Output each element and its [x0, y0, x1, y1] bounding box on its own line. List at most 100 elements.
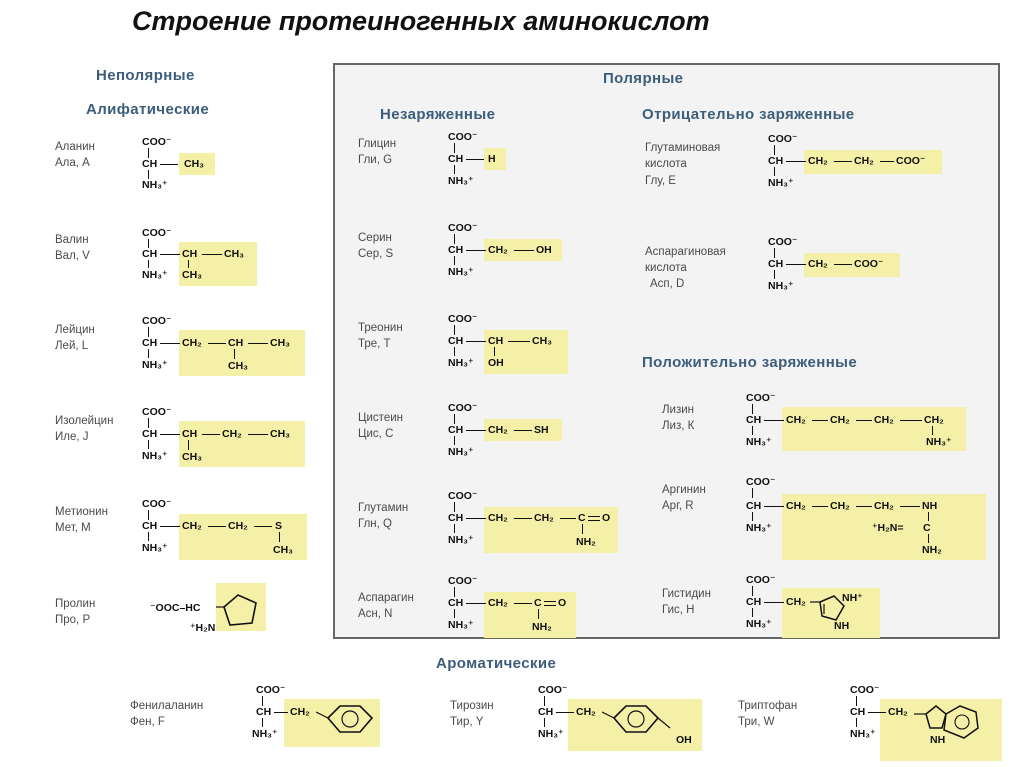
- side-chain-ch2: CH₂: [182, 337, 202, 349]
- side-chain-ch3: CH₃: [182, 269, 203, 281]
- coo-group: COO⁻: [768, 236, 798, 248]
- double-bond: [588, 516, 600, 517]
- bond: [538, 609, 539, 619]
- side-chain-nh2: NH₂: [532, 621, 552, 633]
- aa-name-isoleucine: Изолейцин: [55, 415, 114, 427]
- bond: [454, 609, 455, 618]
- side-chain-o: O: [558, 597, 567, 609]
- bond: [932, 426, 933, 435]
- bond: [900, 420, 922, 421]
- double-bond: [544, 601, 556, 602]
- bond: [274, 712, 288, 713]
- side-chain-highlight: [179, 153, 215, 175]
- bond: [160, 434, 180, 435]
- bond: [202, 434, 220, 435]
- page-title: Строение протеиногенных аминокислот: [132, 6, 710, 36]
- aa-abbr-tyrosine: Тир, Y: [450, 716, 484, 728]
- ch-group: CH: [142, 337, 158, 349]
- aa-abbr-proline: Про, Р: [55, 614, 91, 626]
- side-chain-highlight: [782, 588, 880, 638]
- bond: [774, 145, 775, 155]
- coo-group: COO⁻: [142, 227, 172, 239]
- aa-abbr-lysine: Лиз, К: [662, 420, 695, 432]
- bond: [262, 718, 263, 727]
- bond: [454, 165, 455, 174]
- bond: [454, 256, 455, 265]
- side-chain-nh3: NH₃⁺: [926, 436, 952, 448]
- aa-abbr-glutamic-acid: Глу, Е: [645, 175, 676, 187]
- coo-group: COO⁻: [850, 684, 880, 696]
- heading-aromatic: Ароматические: [436, 655, 557, 672]
- heading-negative: Отрицательно заряженные: [642, 106, 855, 123]
- side-chain-highlight: [179, 421, 305, 467]
- nh3-group: NH₃⁺: [746, 522, 772, 534]
- bond: [454, 143, 455, 153]
- coo-group: COO⁻: [142, 315, 172, 327]
- bond: [752, 512, 753, 521]
- side-chain-nh2: NH₂: [576, 536, 596, 548]
- side-chain-ch3: CH₃: [273, 544, 294, 556]
- side-chain-nh: NH: [922, 500, 938, 512]
- aa-abbr-phenylalanine: Фен, F: [130, 716, 165, 728]
- bond: [248, 343, 268, 344]
- bond: [466, 518, 486, 519]
- bond: [764, 506, 784, 507]
- aa-abbr-tryptophan: Три, W: [738, 716, 775, 728]
- bond: [160, 164, 178, 165]
- bond: [786, 264, 806, 265]
- bond: [262, 696, 263, 706]
- side-chain-oh: OH: [536, 244, 552, 256]
- side-chain-highlight: [484, 330, 568, 374]
- side-chain-highlight: [568, 699, 702, 751]
- ch-group: CH: [538, 706, 554, 718]
- pyrrolidine-ring-icon: [216, 594, 257, 626]
- coo-group: COO⁻: [746, 574, 776, 586]
- ch-group: CH: [142, 248, 158, 260]
- coo-group: COO⁻: [142, 136, 172, 148]
- ch-group: CH: [448, 335, 464, 347]
- ch-group: CH: [448, 424, 464, 436]
- bond: [514, 603, 532, 604]
- aa-abbr-leucine: Лей, L: [55, 340, 89, 352]
- bond: [928, 512, 929, 521]
- bond: [148, 418, 149, 428]
- aa-abbr-threonine: Тре, Т: [358, 338, 391, 350]
- aa-name-serine: Серин: [358, 232, 392, 244]
- heading-polar: Полярные: [603, 70, 684, 87]
- side-chain-ch2: CH₂: [830, 500, 850, 512]
- coo-group: COO⁻: [448, 575, 478, 587]
- side-chain-highlight: [179, 330, 305, 376]
- ch-group: CH: [850, 706, 866, 718]
- side-chain-ch: CH: [228, 337, 244, 349]
- bond: [148, 239, 149, 248]
- side-chain-highlight: [804, 253, 900, 277]
- nh3-group: NH₃⁺: [142, 269, 168, 281]
- indole-ring-icon: [914, 705, 979, 739]
- coo-group: COO⁻: [142, 498, 172, 510]
- bond: [454, 234, 455, 244]
- aa-abbr-cysteine: Цис, С: [358, 428, 394, 440]
- aa-name-lysine: Лизин: [662, 404, 695, 416]
- aa-name-alanine: Аланин: [55, 141, 95, 153]
- bond: [812, 506, 828, 507]
- aa-abbr-serine: Сер, S: [358, 248, 394, 260]
- side-chain-oh: OH: [488, 357, 504, 369]
- bond: [454, 587, 455, 597]
- aa-abbr-alanine: Ала, А: [55, 157, 90, 169]
- bond: [834, 264, 852, 265]
- aa-name-cysteine: Цистеин: [358, 412, 403, 424]
- aa-abbr-asparagine: Асн, N: [358, 608, 393, 620]
- bond: [582, 524, 583, 534]
- side-chain-h2n: ⁺H₂N=: [872, 522, 904, 534]
- side-chain-ch2: CH₂: [228, 520, 248, 532]
- bond: [856, 718, 857, 727]
- nh3-group: NH₃⁺: [142, 179, 168, 191]
- bond: [834, 161, 852, 162]
- bond: [752, 608, 753, 617]
- side-chain-ch3: CH₃: [182, 451, 203, 463]
- nh3-group: NH₃⁺: [448, 619, 474, 631]
- ch-group: CH: [746, 596, 762, 608]
- ch-group: CH: [768, 258, 784, 270]
- nh3-group: NH₃⁺: [142, 359, 168, 371]
- bond: [160, 526, 180, 527]
